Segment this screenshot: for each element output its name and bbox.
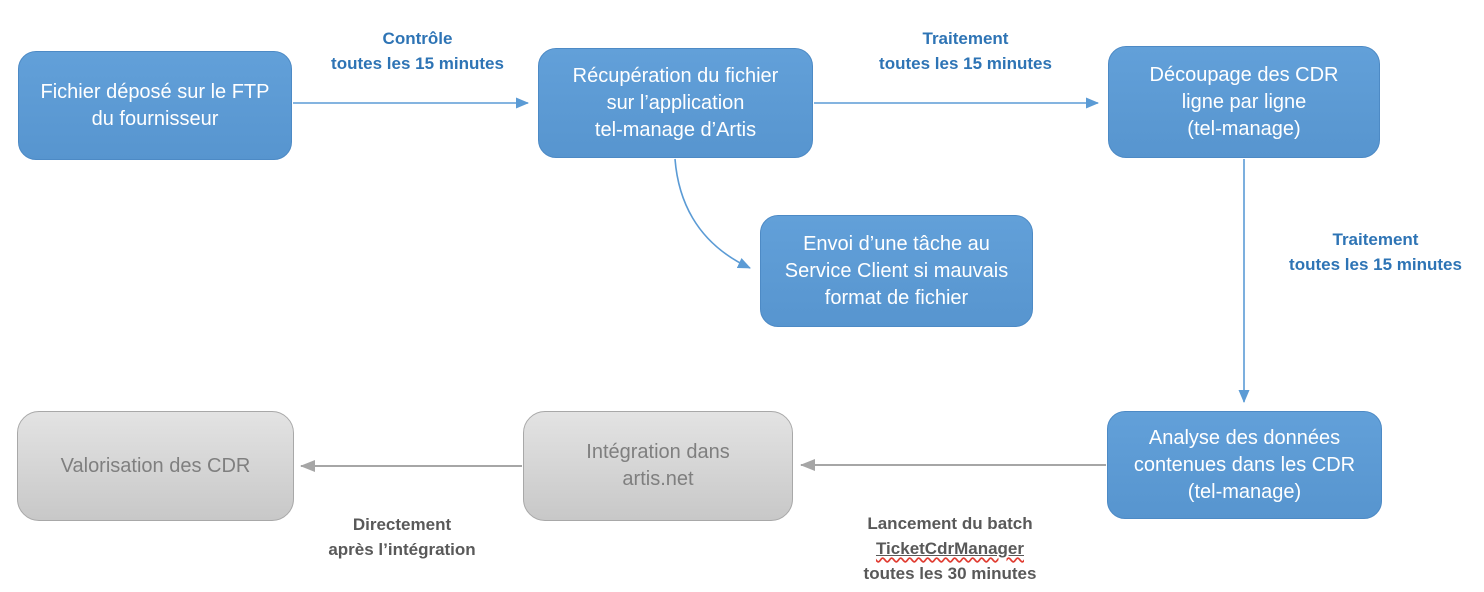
node-recuperation-fichier: Récupération du fichier sur l’applicatio… [538,48,813,158]
edge-label-line: toutes les 15 minutes [1289,255,1462,274]
edge-label-controle: Contrôle toutes les 15 minutes [320,26,515,76]
node-text-line: Envoi d’une tâche au [803,232,990,255]
arrow-recuperation-to-envoi [674,158,751,269]
edge-label-line: toutes les 30 minutes [863,564,1037,583]
edge-label-line: après l’intégration [328,540,476,559]
edge-label-lancement-batch: Lancement du batch TicketCdrManager tout… [852,511,1048,586]
edge-label-directement: Directement après l’intégration [308,512,496,562]
node-fichier-ftp: Fichier déposé sur le FTP du fournisseur [18,51,292,160]
node-valorisation-cdr: Valorisation des CDR [17,411,294,521]
node-text-line: tel-manage d’Artis [594,118,757,141]
edge-label-line: Lancement du batch [867,514,1033,533]
node-text-line: Intégration dans [586,441,730,463]
node-envoi-tache-service-client: Envoi d’une tâche au Service Client si m… [760,215,1033,327]
edge-label-line: Contrôle [382,29,453,48]
node-text-line: ligne par ligne [1181,90,1307,113]
edge-label-line: Traitement [922,29,1009,48]
node-text-line: format de fichier [824,286,969,309]
node-integration-artis-net: Intégration dans artis.net [523,411,793,521]
edge-label-traitement-right: Traitement toutes les 15 minutes [1283,227,1468,277]
edge-label-traitement-top: Traitement toutes les 15 minutes [868,26,1063,76]
node-text-line: contenues dans les CDR [1133,453,1356,476]
edge-label-line: Directement [352,515,452,534]
node-text-line: Valorisation des CDR [60,454,251,477]
batch-name-spellcheck-underline: TicketCdrManager [875,539,1024,558]
node-text-line: sur l’application [606,91,745,114]
node-text-line: artis.net [622,468,694,490]
edge-label-line: TicketCdrManager [852,536,1048,561]
node-text-line: du fournisseur [91,107,219,130]
edge-label-line: Traitement [1332,230,1419,249]
node-text-line: Analyse des données [1148,426,1341,449]
edge-label-line: toutes les 15 minutes [879,54,1052,73]
node-text-line: Récupération du fichier [572,64,779,87]
node-text-line: Fichier déposé sur le FTP [40,80,270,103]
node-analyse-donnees-cdr: Analyse des données contenues dans les C… [1107,411,1382,519]
node-text-line: Découpage des CDR [1149,63,1339,86]
node-text-line: Service Client si mauvais [784,259,1009,282]
node-text-line: (tel-manage) [1187,117,1301,140]
node-decoupage-cdr: Découpage des CDR ligne par ligne (tel-m… [1108,46,1380,158]
edge-label-line: toutes les 15 minutes [331,54,504,73]
node-text-line: (tel-manage) [1187,480,1302,503]
